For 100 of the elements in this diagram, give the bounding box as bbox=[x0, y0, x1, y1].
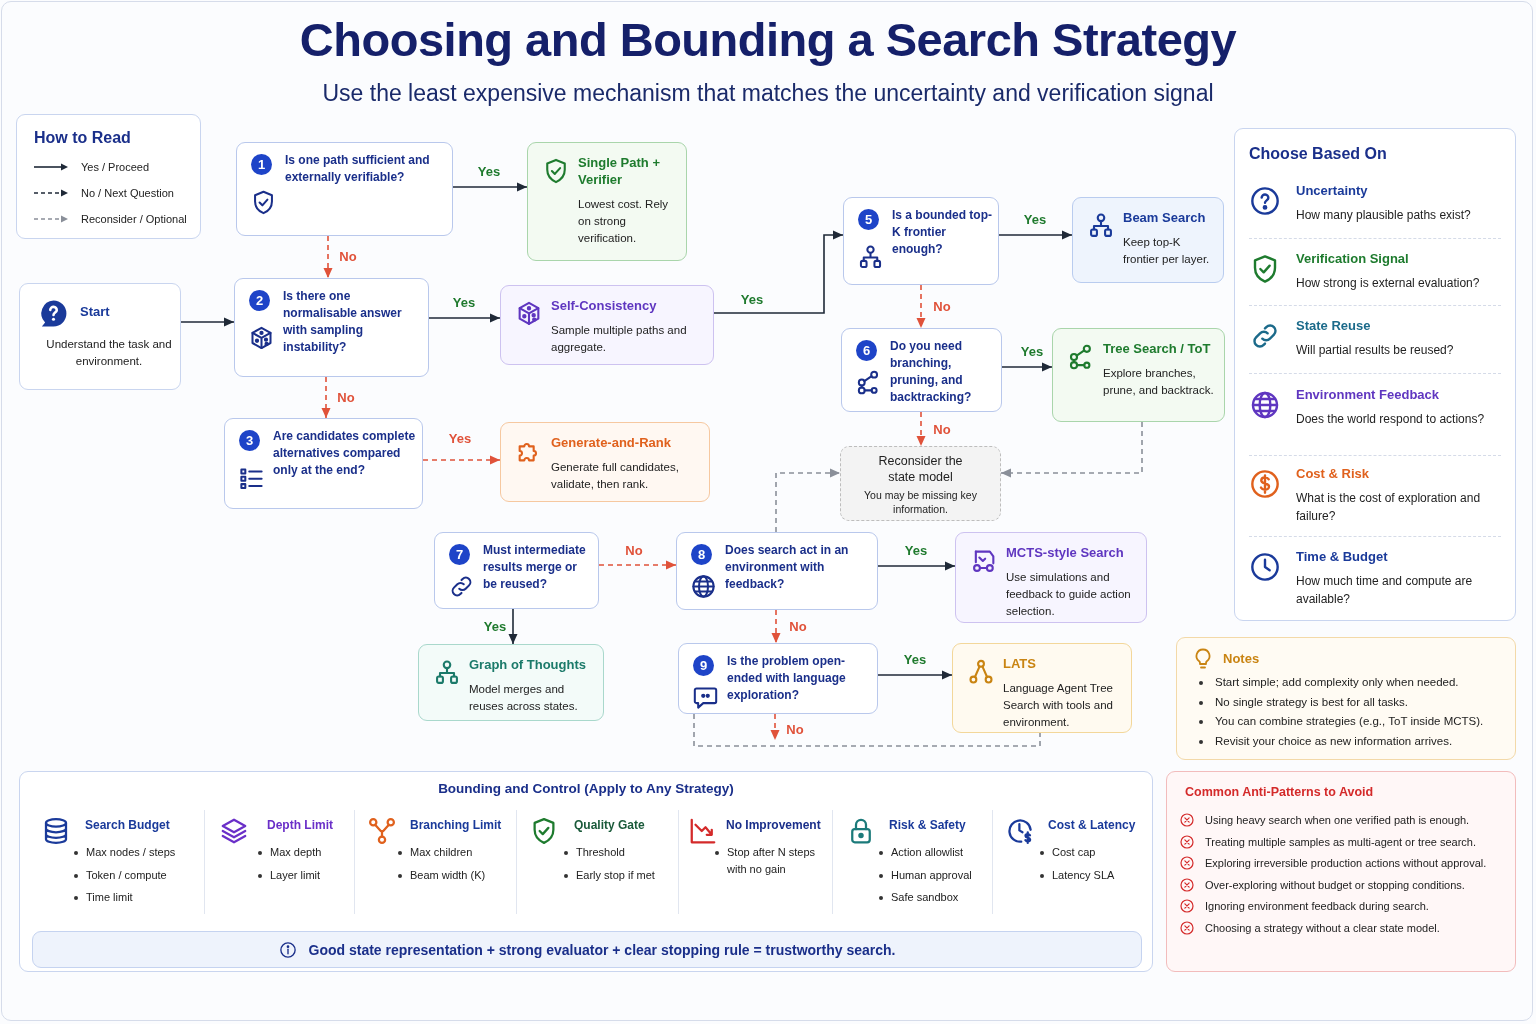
start-box bbox=[19, 283, 181, 390]
question-text: Do you need branching, pruning, and backtracking? bbox=[890, 338, 973, 406]
list-item: Stop after N steps with no gain bbox=[711, 844, 823, 878]
description: Model merges and reuses across states. bbox=[469, 682, 579, 714]
list-item: Latency SLA bbox=[1036, 866, 1146, 884]
decision-box bbox=[234, 278, 429, 377]
arrow bbox=[452, 182, 528, 192]
legend-label: Yes / Proceed bbox=[81, 160, 150, 175]
arrow bbox=[1000, 421, 1143, 478]
strategy-box bbox=[1072, 197, 1224, 283]
decision-box bbox=[678, 643, 878, 714]
arrow bbox=[916, 411, 926, 447]
list-item: Safe sandbox bbox=[875, 889, 985, 906]
arrow bbox=[713, 230, 844, 314]
diagram-title: Choosing and Bounding a Search Strategy bbox=[298, 12, 1238, 67]
arrow bbox=[770, 713, 780, 741]
step-number: 1 bbox=[251, 154, 272, 175]
strategy-box bbox=[500, 422, 710, 502]
description: Generate full candidates, validate, then rank. bbox=[551, 460, 680, 492]
list-item: Choosing a strategy without a clear state model. bbox=[1205, 920, 1441, 936]
strategy-box bbox=[418, 644, 604, 721]
arrow bbox=[877, 670, 953, 680]
criteria-panel bbox=[1234, 128, 1516, 621]
arrow bbox=[321, 376, 331, 419]
criterion-heading: Cost & Risk bbox=[1296, 466, 1369, 481]
arrow bbox=[1001, 362, 1053, 372]
node-title: Beam Search bbox=[1123, 209, 1207, 226]
legend-label: Reconsider / Optional bbox=[81, 212, 187, 227]
criterion-heading: Environment Feedback bbox=[1296, 387, 1440, 402]
arrow bbox=[180, 317, 235, 327]
strategy-box bbox=[955, 532, 1147, 623]
list-item: Max children bbox=[394, 844, 512, 861]
step-number: 8 bbox=[691, 544, 712, 565]
question-text: Is the problem open-ended with language exploration? bbox=[727, 653, 847, 704]
list-item: Start simple; add complexity only when needed. bbox=[1191, 674, 1507, 691]
notes-panel bbox=[1176, 637, 1516, 760]
control-heading: Risk & Safety bbox=[889, 818, 966, 832]
list-item: Ignoring environment feedback during search. bbox=[1205, 899, 1430, 914]
list-item: Over-exploring without budget or stopping conditions. bbox=[1205, 877, 1466, 893]
arrow bbox=[598, 560, 677, 570]
node-title: Start bbox=[80, 303, 110, 320]
control-heading: Depth Limit bbox=[267, 818, 333, 832]
question-text: Is there one normalisable answer with sampling instability? bbox=[283, 288, 403, 356]
strategy-box bbox=[952, 643, 1132, 733]
criterion-description: What is the cost of exploration and failure? bbox=[1296, 490, 1482, 525]
question-text: Are candidates complete alternatives compared only at the end? bbox=[273, 428, 417, 479]
list-item: Exploring irreversible production actions without approval. bbox=[1205, 856, 1488, 871]
arrow bbox=[508, 608, 518, 645]
criterion-heading: Uncertainty bbox=[1296, 183, 1368, 198]
legend-panel bbox=[16, 114, 201, 239]
step-number: 6 bbox=[856, 340, 877, 361]
list-item: Token / compute bbox=[70, 866, 200, 884]
criterion-description: How many plausible paths exist? bbox=[1296, 207, 1472, 224]
step-number: 5 bbox=[858, 209, 879, 230]
list-item: No single strategy is best for all tasks. bbox=[1191, 693, 1507, 711]
question-text: Does search act in an environment with feedback? bbox=[725, 542, 850, 593]
bounding-panel bbox=[19, 771, 1153, 972]
arrow bbox=[998, 230, 1073, 240]
step-number: 2 bbox=[249, 290, 270, 311]
list-item: Using heavy search when one verified path is enough. bbox=[1205, 813, 1471, 828]
panel-heading: How to Read bbox=[34, 129, 131, 147]
criterion-description: Will partial results be reused? bbox=[1296, 342, 1455, 359]
legend-label: No / Next Question bbox=[81, 186, 174, 201]
list-item: Treating multiple samples as multi-agent or tree search. bbox=[1205, 834, 1478, 850]
description: Language Agent Tree Search with tools and environment. bbox=[1003, 681, 1114, 730]
step-number: 7 bbox=[449, 544, 470, 565]
question-text: Is a bounded top-K frontier enough? bbox=[892, 207, 993, 258]
list-item: Human approval bbox=[875, 866, 985, 884]
node-title: MCTS-style Search bbox=[1006, 544, 1125, 561]
description: You may be missing key information. bbox=[863, 488, 978, 516]
list-item: Action allowlist bbox=[875, 844, 985, 861]
control-heading: Cost & Latency bbox=[1048, 818, 1136, 832]
arrow bbox=[422, 455, 501, 465]
control-heading: No Improvement bbox=[726, 818, 821, 832]
control-heading: Quality Gate bbox=[574, 818, 645, 832]
panel-heading: Common Anti-Patterns to Avoid bbox=[1185, 785, 1374, 799]
list-item: Revisit your choice as new information arrives. bbox=[1191, 732, 1507, 750]
node-title: Single Path + Verifier bbox=[578, 154, 661, 188]
control-heading: Branching Limit bbox=[410, 818, 502, 832]
arrow bbox=[428, 313, 501, 323]
criterion-description: Does the world respond to actions? bbox=[1296, 411, 1486, 428]
criterion-heading: Time & Budget bbox=[1296, 549, 1388, 564]
anti-patterns-panel bbox=[1166, 771, 1516, 972]
decision-box bbox=[224, 418, 423, 509]
arrow bbox=[323, 235, 333, 279]
arrow bbox=[877, 561, 956, 571]
description: Keep top-K frontier per layer. bbox=[1123, 235, 1211, 267]
decision-box bbox=[676, 532, 878, 610]
criterion-heading: Verification Signal bbox=[1296, 251, 1409, 266]
step-number: 3 bbox=[239, 430, 260, 451]
list-item: Layer limit bbox=[254, 866, 354, 884]
list-item: You can combine strategies (e.g., ToT inside MCTS). bbox=[1191, 713, 1507, 730]
node-title: Graph of Thoughts bbox=[469, 656, 587, 673]
description: Use simulations and feedback to guide action selection. bbox=[1006, 570, 1132, 619]
list-item: Threshold bbox=[560, 844, 670, 861]
reconsider-box bbox=[840, 446, 1001, 521]
list-item: Max nodes / steps bbox=[70, 844, 200, 861]
criterion-description: How strong is external evaluation? bbox=[1296, 275, 1481, 292]
arrow bbox=[775, 468, 841, 533]
strategy-box bbox=[527, 142, 687, 261]
